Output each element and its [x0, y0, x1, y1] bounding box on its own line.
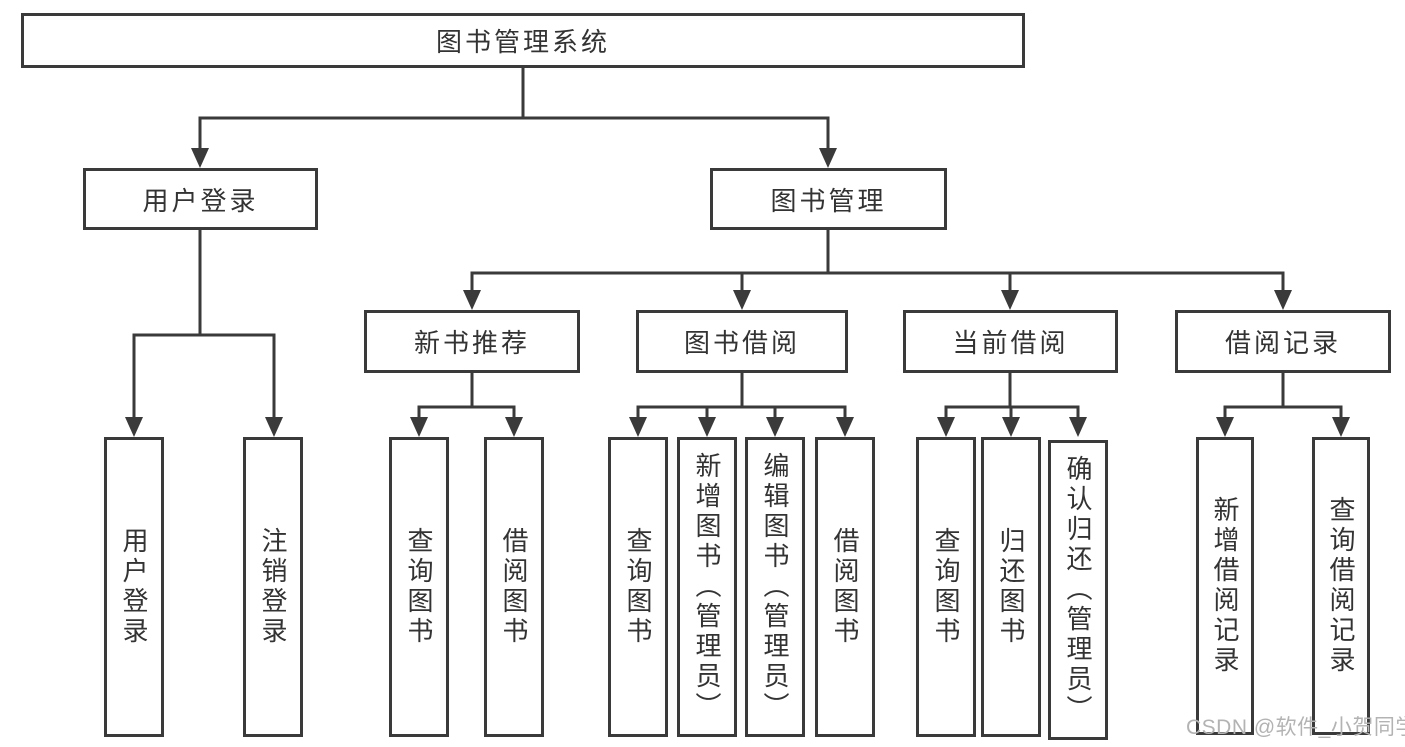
node-label: 新增借阅记录 — [1210, 496, 1240, 676]
node-book-management: 图书管理 — [710, 168, 947, 230]
node-user-login-branch: 用户登录 — [83, 168, 318, 230]
node-borrow-record: 借阅记录 — [1175, 310, 1391, 373]
leaf-logout: 注销登录 — [243, 437, 303, 737]
node-label: 查询借阅记录 — [1326, 496, 1356, 676]
leaf-add-borrow-record: 新增借阅记录 — [1196, 437, 1254, 735]
leaf-user-login: 用户登录 — [104, 437, 164, 737]
node-label: 编辑图书（管理员） — [760, 452, 790, 722]
node-label: 查询图书 — [623, 527, 653, 647]
node-new-book-recommend: 新书推荐 — [364, 310, 580, 373]
leaf-query-borrow-record: 查询借阅记录 — [1312, 437, 1370, 735]
node-label: 借阅图书 — [830, 527, 860, 647]
node-current-borrow: 当前借阅 — [903, 310, 1118, 373]
node-label: 借阅图书 — [499, 527, 529, 647]
leaf-query-book-recommend: 查询图书 — [389, 437, 449, 737]
leaf-return-book: 归还图书 — [981, 437, 1041, 737]
node-label: 确认归还（管理员） — [1063, 455, 1093, 725]
leaf-query-book-current: 查询图书 — [916, 437, 976, 737]
node-label: 新增图书（管理员） — [692, 452, 722, 722]
node-library-system: 图书管理系统 — [21, 13, 1025, 68]
node-label: 当前借阅 — [952, 328, 1069, 358]
node-label: 图书管理 — [770, 185, 887, 216]
node-book-borrow: 图书借阅 — [636, 310, 848, 373]
leaf-add-book-admin: 新增图书（管理员） — [677, 437, 737, 737]
leaf-query-book-borrow: 查询图书 — [608, 437, 668, 737]
leaf-edit-book-admin: 编辑图书（管理员） — [745, 437, 805, 737]
leaf-borrow-book: 借阅图书 — [815, 437, 875, 737]
node-label: 查询图书 — [404, 527, 434, 647]
node-label: 借阅记录 — [1224, 328, 1341, 358]
node-label: 用户登录 — [142, 185, 259, 216]
node-label: 查询图书 — [931, 527, 961, 647]
watermark: CSDN @软件_小贺同学 — [1186, 716, 1405, 739]
node-label: 图书借阅 — [683, 328, 800, 358]
node-label: 注销登录 — [258, 527, 288, 647]
node-label: 用户登录 — [119, 527, 149, 647]
node-label: 归还图书 — [996, 527, 1026, 647]
node-label: 图书管理系统 — [435, 27, 610, 57]
leaf-borrow-book-recommend: 借阅图书 — [484, 437, 544, 737]
leaf-confirm-return-admin: 确认归还（管理员） — [1048, 440, 1108, 740]
node-label: 新书推荐 — [413, 328, 530, 358]
